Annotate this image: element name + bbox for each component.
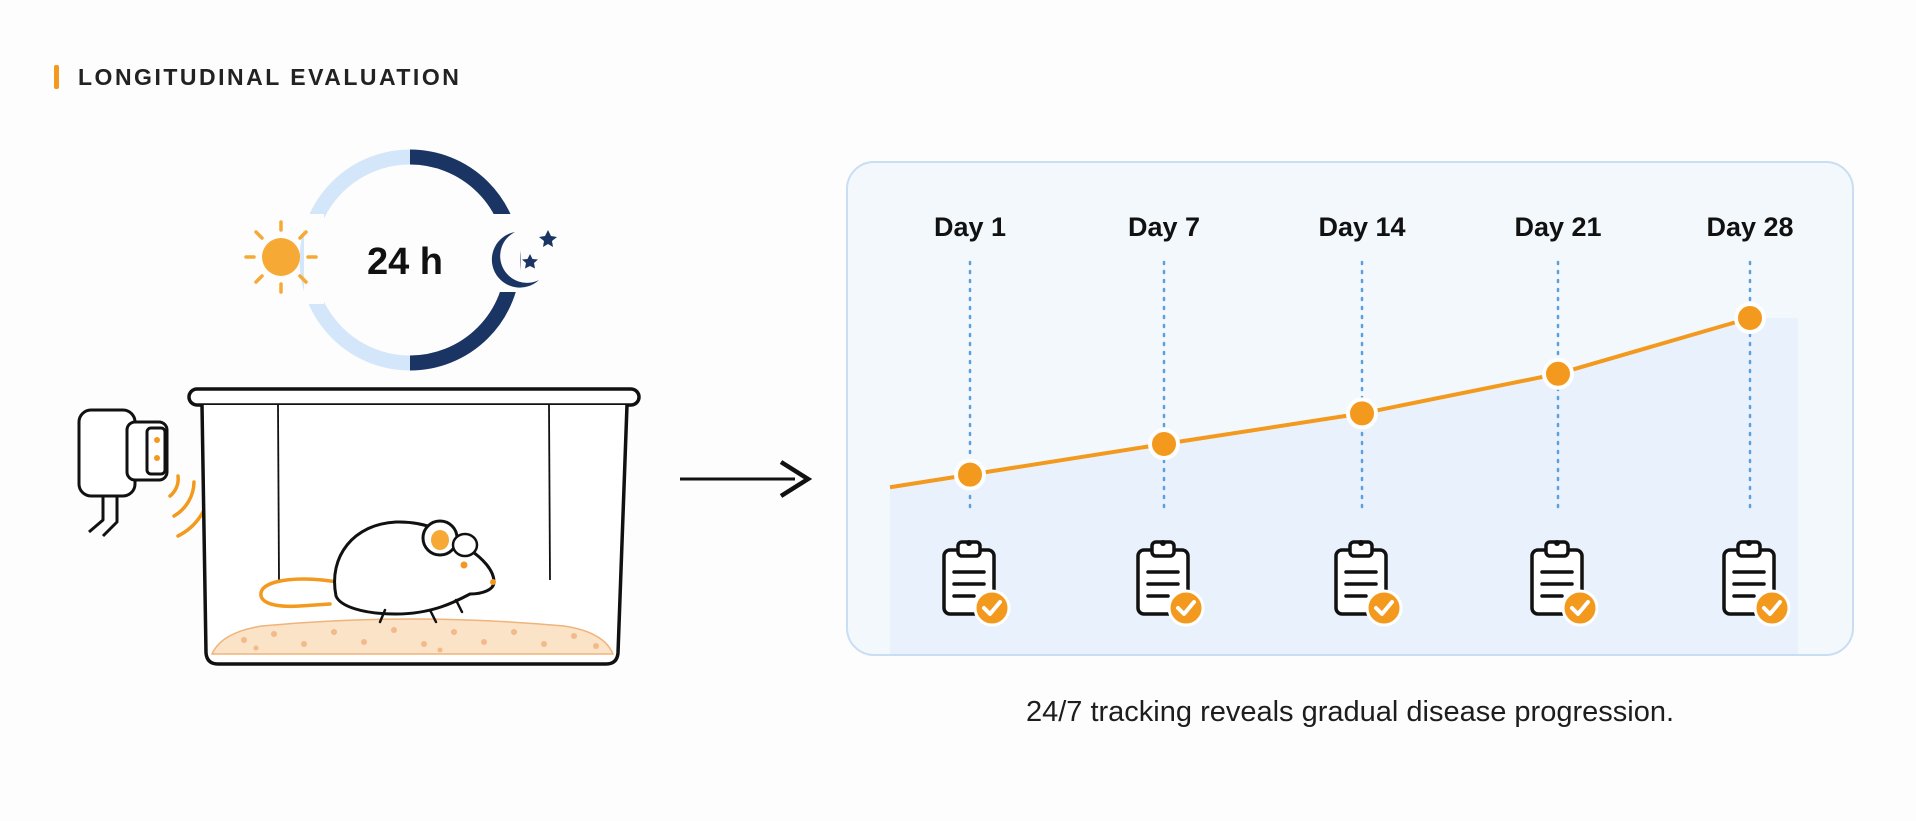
mouse-icon [259,519,496,624]
clipboard-check-icon [1722,540,1791,627]
day-label: Day 28 [1706,212,1793,242]
arrow-icon [680,460,813,498]
day-night-cycle: 24 h [299,149,521,371]
data-point [1346,397,1378,430]
bedding [210,618,615,655]
sun-icon [244,220,318,294]
section-header: LONGITUDINAL EVALUATION [54,64,461,90]
star-icon [539,230,557,247]
cycle-label: 24 h [367,241,443,283]
timeline-chart: Day 1 Day 7 Day 14 Day 21 Day 28 [889,212,1798,654]
sensor-icon [77,408,169,538]
clipboard-check-icon [1334,540,1403,627]
clipboard-check-icon [1530,540,1599,627]
section-title: LONGITUDINAL EVALUATION [78,63,462,90]
clipboard-check-icon [942,540,1011,627]
data-point [954,458,986,491]
caption: 24/7 tracking reveals gradual disease pr… [1026,696,1674,728]
data-point [1734,302,1766,334]
data-point [1148,428,1180,460]
day-label: Day 7 [1128,212,1200,242]
data-point [1542,357,1574,390]
accent-bar [54,65,59,89]
day-label: Day 1 [934,212,1006,242]
star-icon [522,254,538,269]
day-label: Day 14 [1318,212,1405,242]
moon-icon [491,232,539,288]
clipboard-check-icon [1136,540,1205,627]
day-label: Day 21 [1514,212,1601,242]
